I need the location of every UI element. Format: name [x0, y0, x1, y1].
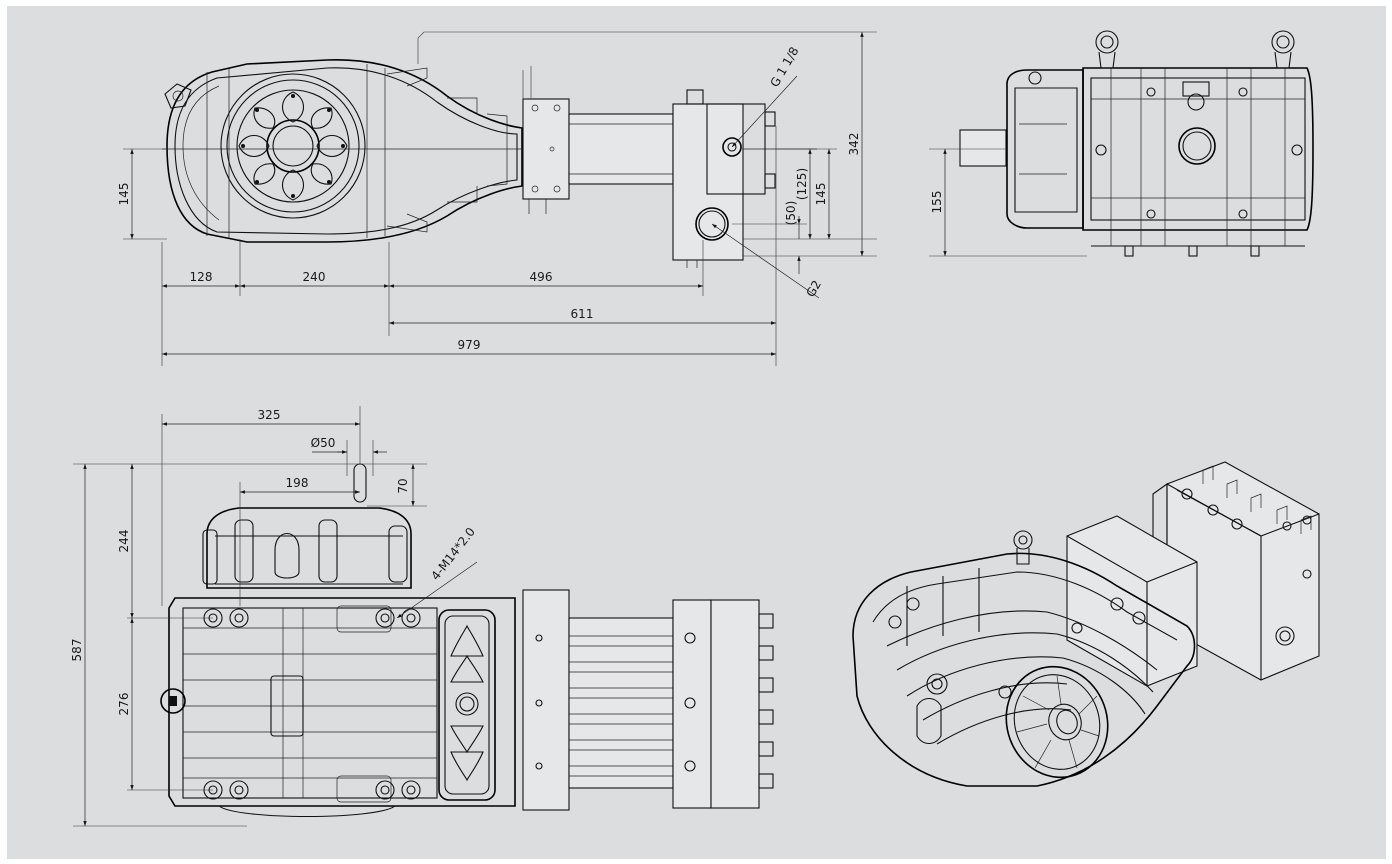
dim-145-left: 145 — [117, 183, 131, 206]
plan-view: 325 Ø50 198 70 587 244 276 4-M14*2.0 — [70, 406, 774, 827]
dim-145-right: 145 — [814, 183, 828, 206]
thread-4-m14: 4-M14*2.0 — [428, 525, 478, 583]
dim-70: 70 — [396, 478, 410, 493]
technical-drawing: 145 128 240 496 611 979 342 145 (125) (5… — [70, 30, 1320, 827]
dim-325: 325 — [258, 408, 281, 422]
thread-g118: G 1 1/8 — [767, 45, 801, 90]
dim-dia50: Ø50 — [311, 436, 336, 450]
dim-276: 276 — [117, 693, 131, 716]
isometric-view — [852, 461, 1320, 787]
dim-587: 587 — [70, 639, 84, 662]
dim-342: 342 — [847, 133, 861, 156]
thread-g2: G2 — [803, 278, 824, 300]
end-view: 155 — [929, 30, 1314, 257]
dim-50-ref: (50) — [784, 201, 798, 226]
dim-155: 155 — [930, 191, 944, 214]
dim-496: 496 — [530, 270, 553, 284]
dim-198: 198 — [286, 476, 309, 490]
dim-611: 611 — [571, 307, 594, 321]
drawing-sheet: 145 128 240 496 611 979 342 145 (125) (5… — [7, 6, 1386, 859]
dim-128: 128 — [190, 270, 213, 284]
top-view: 145 128 240 496 611 979 342 145 (125) (5… — [117, 31, 877, 366]
dim-979: 979 — [458, 338, 481, 352]
dim-125-ref: (125) — [795, 168, 809, 200]
dim-244: 244 — [117, 530, 131, 553]
dim-240: 240 — [303, 270, 326, 284]
